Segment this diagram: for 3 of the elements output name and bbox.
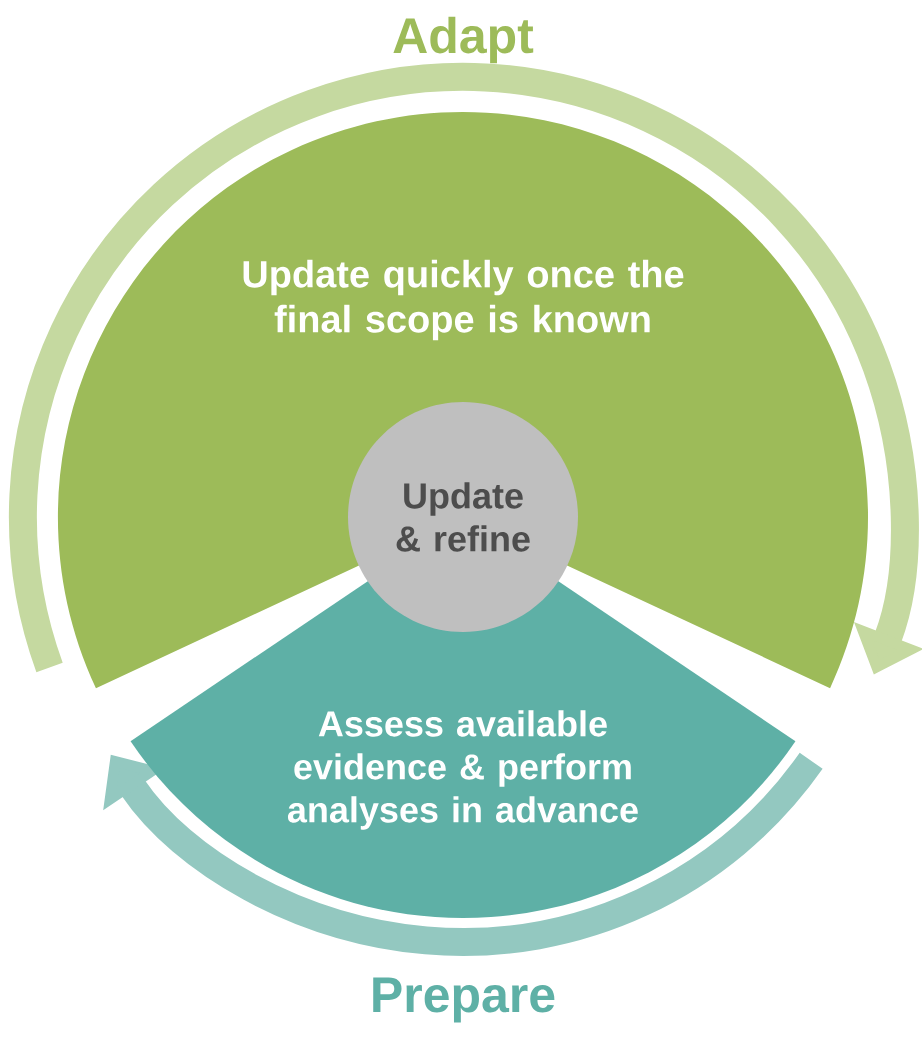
edge-label: Adapt — [393, 16, 534, 64]
curved-arrow — [103, 752, 823, 956]
edge-label: Prepare — [373, 977, 555, 1023]
